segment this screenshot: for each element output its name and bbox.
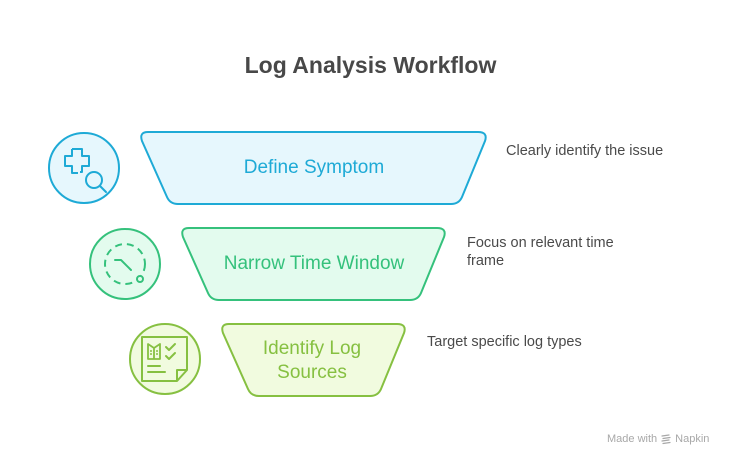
diagram-title: Log Analysis Workflow xyxy=(244,52,497,78)
step-label-define-symptom: Define Symptom xyxy=(243,157,385,178)
footer-credit: Made with Napkin xyxy=(607,433,709,445)
step-shape-define-symptom xyxy=(140,131,487,205)
checklist-document-icon xyxy=(129,323,201,395)
step-description-identify-log-sources: Target specific log types xyxy=(427,334,582,350)
step-description-narrow-time-window: Focus on relevant time frame xyxy=(467,235,614,269)
footer-prefix: Made with xyxy=(607,433,658,445)
medical-search-icon xyxy=(48,132,120,204)
step-label-narrow-time-window: Narrow Time Window xyxy=(223,253,405,274)
napkin-logo-icon xyxy=(661,433,671,444)
footer-brand: Napkin xyxy=(675,433,710,445)
step-shape-identify-log-sources xyxy=(221,323,406,397)
step-shape-narrow-time-window xyxy=(181,227,446,301)
step-label-identify-log-sources: Identify Log Sources xyxy=(262,338,362,383)
step-description-define-symptom: Clearly identify the issue xyxy=(506,143,664,159)
clock-dashed-icon xyxy=(89,228,161,300)
